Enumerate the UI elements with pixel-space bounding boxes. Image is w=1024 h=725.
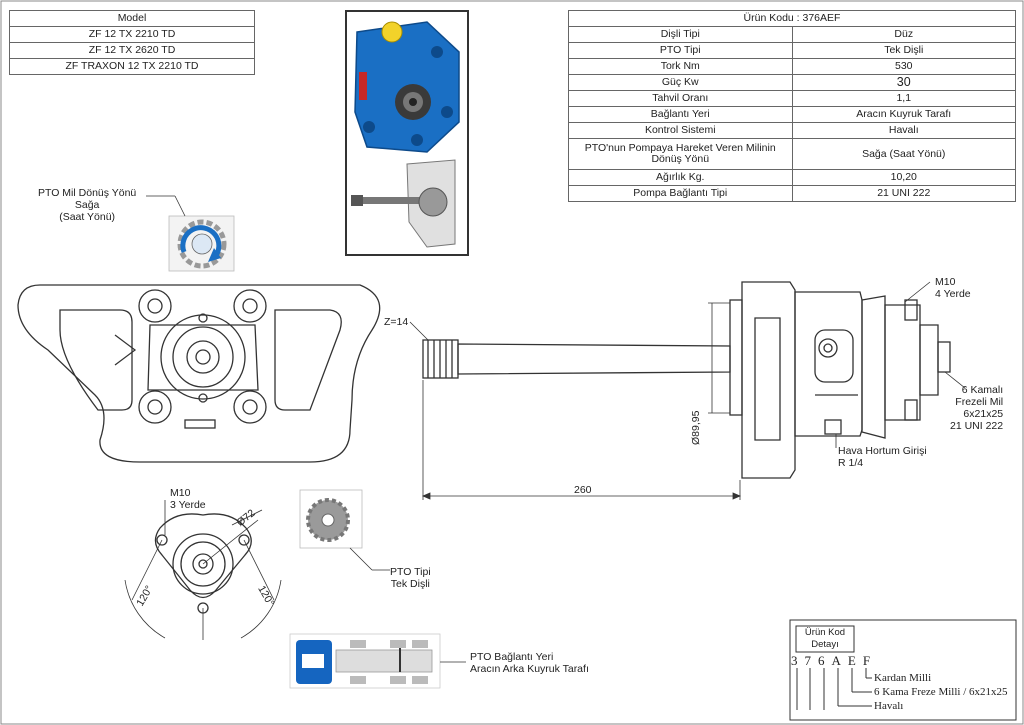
spec-label: PTO'nun Pompaya Hareket Veren Milinin Dö… xyxy=(568,138,793,170)
model-row: ZF 12 TX 2620 TD xyxy=(9,42,255,59)
air-inlet-callout-line: Hava Hortum Girişi xyxy=(838,445,927,457)
spec-label: Pompa Bağlantı Tipi xyxy=(568,185,793,202)
spec-value: Tek Dişli xyxy=(791,42,1016,59)
spec-label: PTO Tipi xyxy=(568,42,793,59)
model-table: Model ZF 12 TX 2210 TD ZF 12 TX 2620 TD … xyxy=(9,10,255,75)
pto-type-callout-line: PTO Tipi xyxy=(390,566,431,578)
code-digit: A xyxy=(831,653,848,668)
pto-type-callout-line: Tek Dişli xyxy=(390,578,430,590)
diameter-8995-label: Ø89,95 xyxy=(690,410,702,445)
pto-unit-illustration xyxy=(351,21,460,248)
spline-callout-line: Frezeli Mil xyxy=(955,396,1004,408)
pto-location-callout-line: Aracın Arka Kuyruk Tarafı xyxy=(470,663,589,675)
spec-value: Düz xyxy=(791,26,1016,43)
code-legend-a: Havalı xyxy=(874,700,904,712)
spec-label: Tahvil Oranı xyxy=(568,90,793,107)
code-legend-e: 6 Kama Freze Milli / 6x21x25 xyxy=(874,686,1008,698)
pto-type-callout: PTO Tipi Tek Dişli xyxy=(390,566,431,590)
model-row: ZF 12 TX 2210 TD xyxy=(9,26,255,43)
code-digit: E xyxy=(847,653,863,668)
code-digit: F xyxy=(862,653,878,668)
spec-label: Ağırlık Kg. xyxy=(568,169,793,186)
rotation-callout-line: Sağa xyxy=(74,199,100,211)
product-code-title: Ürün Kodu : 376AEF xyxy=(568,10,1016,27)
product-photo xyxy=(345,10,469,256)
rotation-callout-line: PTO Mil Dönüş Yönü xyxy=(38,187,137,199)
spec-value: 530 xyxy=(791,58,1016,75)
code-digit: 7 xyxy=(804,653,818,668)
m10-3-callout-line: 3 Yerde xyxy=(170,499,206,511)
code-detail-header: Ürün Kod Detayı xyxy=(798,627,852,651)
spec-label: Tork Nm xyxy=(568,58,793,75)
spline-callout-line: 6 Kamalı xyxy=(961,384,1004,396)
spline-callout-line: 6x21x25 xyxy=(963,408,1004,420)
spec-value: Havalı xyxy=(791,122,1016,139)
m10-4-callout-line: M10 xyxy=(935,276,956,288)
pto-location-callout-line: PTO Bağlantı Yeri xyxy=(470,651,554,663)
code-legend-f: Kardan Milli xyxy=(874,672,932,684)
truck-location-icon xyxy=(289,633,441,689)
pto-location-callout: PTO Bağlantı Yeri Aracın Arka Kuyruk Tar… xyxy=(470,651,589,675)
code-detail-header-line: Ürün Kod xyxy=(804,627,846,638)
model-header: Model xyxy=(9,10,255,27)
spec-value: 21 UNI 222 xyxy=(791,185,1016,202)
spec-label: Dişli Tipi xyxy=(568,26,793,43)
front-view xyxy=(17,284,381,463)
spec-value: 10,20 xyxy=(791,169,1016,186)
flange-view xyxy=(124,500,282,640)
m10-3-callout-line: M10 xyxy=(170,487,191,499)
spec-value: Sağa (Saat Yönü) xyxy=(791,138,1016,170)
spec-label: Kontrol Sistemi xyxy=(568,122,793,139)
code-digit: 6 xyxy=(818,653,832,668)
spec-label: Güç Kw xyxy=(568,74,793,91)
spec-label: Bağlantı Yeri xyxy=(568,106,793,123)
air-inlet-callout-line: R 1/4 xyxy=(838,457,864,469)
code-digits: 376AEF xyxy=(791,653,878,668)
code-digit: 3 xyxy=(791,653,805,668)
m10-4-callout-line: 4 Yerde xyxy=(935,288,971,300)
dimension-lines xyxy=(409,281,966,500)
m10-3-callout: M10 3 Yerde xyxy=(170,487,206,511)
spec-value: 1,1 xyxy=(791,90,1016,107)
single-gear-icon xyxy=(299,489,363,549)
rotation-icon xyxy=(168,215,235,272)
spec-value: Aracın Kuyruk Tarafı xyxy=(791,106,1016,123)
code-detail-header-line: Detayı xyxy=(811,639,839,650)
air-inlet-callout: Hava Hortum Girişi R 1/4 xyxy=(838,445,927,469)
length-260-label: 260 xyxy=(574,484,592,496)
rotation-callout: PTO Mil Dönüş Yönü Sağa (Saat Yönü) xyxy=(38,187,136,223)
m10-4-callout: M10 4 Yerde xyxy=(935,276,971,300)
side-view xyxy=(422,281,951,479)
spline-callout: 6 Kamalı Frezeli Mil 6x21x25 21 UNI 222 xyxy=(950,384,1003,432)
code-detail-box xyxy=(789,619,1017,721)
model-row: ZF TRAXON 12 TX 2210 TD xyxy=(9,58,255,75)
rotation-callout-line: (Saat Yönü) xyxy=(59,211,116,223)
teeth-count-label: Z=14 xyxy=(384,316,409,328)
spec-value: 30 xyxy=(791,74,1016,91)
spline-callout-line: 21 UNI 222 xyxy=(950,420,1004,432)
